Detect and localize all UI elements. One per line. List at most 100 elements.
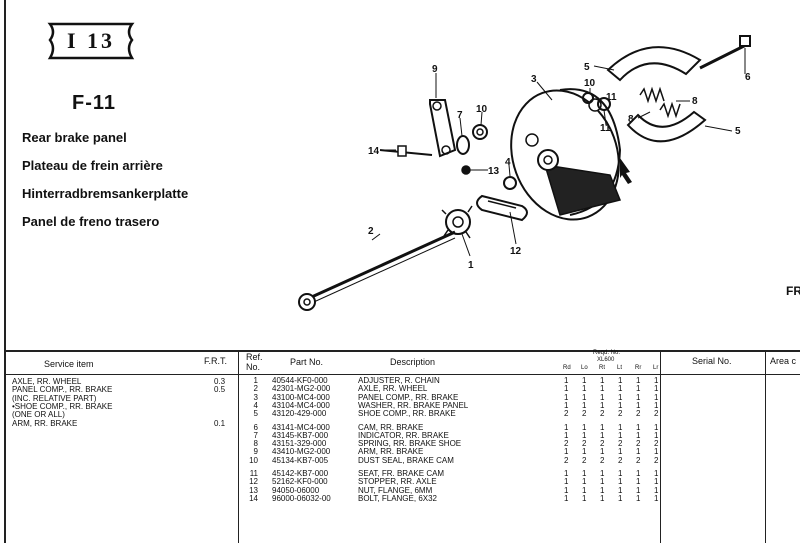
callout-9: 9 bbox=[432, 64, 438, 75]
service-frt: 0.5 bbox=[214, 385, 226, 395]
callout-5b: 5 bbox=[735, 126, 741, 137]
part-qty: 1 bbox=[654, 493, 659, 503]
part-qty: 1 bbox=[654, 477, 659, 487]
service-frt: 0.3 bbox=[214, 377, 226, 386]
part-description: SHOE COMP., RR. BRAKE bbox=[358, 409, 456, 419]
callout-7: 7 bbox=[457, 110, 463, 121]
title-es: Panel de freno trasero bbox=[22, 214, 160, 229]
part-description: INDICATOR, RR. BRAKE bbox=[358, 430, 449, 440]
table-col-divider-3 bbox=[765, 350, 766, 543]
part-description: NUT, FLANGE, 6MM bbox=[358, 485, 433, 495]
part-description: PANEL COMP., RR. BRAKE bbox=[358, 392, 459, 402]
part-qty: 2 bbox=[564, 409, 569, 419]
part-qty: 2 bbox=[618, 455, 623, 465]
part-qty: 1 bbox=[564, 376, 569, 385]
part-qty: 1 bbox=[654, 392, 659, 402]
callout-5a: 5 bbox=[584, 62, 590, 73]
part-number: 45134-KB7-005 bbox=[272, 455, 329, 465]
part-qty: 1 bbox=[564, 384, 569, 394]
part-qty: 1 bbox=[636, 376, 641, 385]
callout-6: 6 bbox=[745, 72, 751, 83]
part-qty: 1 bbox=[564, 430, 569, 440]
service-frt: 0.1 bbox=[214, 418, 226, 428]
qty-col-header: Lo bbox=[581, 365, 588, 371]
callout-11b: 11 bbox=[606, 92, 617, 103]
part-qty: 1 bbox=[600, 384, 605, 394]
part-qty: 1 bbox=[582, 422, 587, 432]
part-number: 42301-MG2-000 bbox=[272, 384, 331, 394]
part-qty: 1 bbox=[618, 477, 623, 487]
qty-col-header: Rt bbox=[599, 365, 605, 371]
part-qty: 1 bbox=[600, 376, 605, 385]
part-qty: 1 bbox=[600, 447, 605, 457]
callout-11a: 11 bbox=[600, 123, 611, 134]
part-qty: 1 bbox=[618, 430, 623, 440]
part-ref-no: 13 bbox=[249, 485, 258, 495]
callout-3: 3 bbox=[531, 74, 537, 85]
part-qty: 1 bbox=[600, 477, 605, 487]
header-part-no: Part No. bbox=[290, 357, 324, 367]
exploded-diagram: 1 2 3 4 5 5 6 7 8 8 9 10 10 11 11 12 13 … bbox=[298, 35, 751, 311]
part-qty: 1 bbox=[582, 477, 587, 487]
part-qty: 1 bbox=[600, 422, 605, 432]
part-qty: 2 bbox=[654, 455, 659, 465]
part-description: ADJUSTER, R. CHAIN bbox=[358, 376, 440, 385]
service-item: PANEL COMP., RR. BRAKE bbox=[12, 385, 113, 395]
part-qty: 1 bbox=[636, 447, 641, 457]
service-item: AXLE, RR. WHEEL bbox=[12, 377, 82, 386]
part-qty: 1 bbox=[564, 485, 569, 495]
part-description: AXLE, RR. WHEEL bbox=[358, 384, 428, 394]
header-model: XL600 bbox=[597, 357, 615, 363]
part-qty: 2 bbox=[618, 439, 623, 449]
part-qty: 1 bbox=[564, 477, 569, 487]
part-qty: 1 bbox=[582, 430, 587, 440]
callout-2: 2 bbox=[368, 226, 374, 237]
part-number: 43145-KB7-000 bbox=[272, 430, 329, 440]
header-area: Area c bbox=[770, 356, 797, 366]
header-service-item: Service item bbox=[44, 359, 94, 369]
part-qty: 1 bbox=[582, 376, 587, 385]
part-qty: 1 bbox=[636, 485, 641, 495]
part-ref-no: 3 bbox=[253, 392, 258, 402]
part-ref-no: 10 bbox=[249, 455, 258, 465]
qty-col-header: Lt bbox=[617, 365, 623, 371]
part-number: 43120-429-000 bbox=[272, 409, 327, 419]
callout-10b: 10 bbox=[584, 78, 596, 89]
part-qty: 1 bbox=[582, 400, 587, 410]
part-qty: 1 bbox=[600, 392, 605, 402]
callout-1: 1 bbox=[468, 260, 474, 271]
part-qty: 1 bbox=[600, 493, 605, 503]
qty-col-header: Rr bbox=[635, 365, 642, 371]
part-qty: 2 bbox=[600, 409, 605, 419]
service-item: ARM, RR. BRAKE bbox=[12, 418, 78, 428]
part-qty: 2 bbox=[654, 409, 659, 419]
callout-8a: 8 bbox=[692, 96, 698, 107]
part-number: 43104-MC4-000 bbox=[272, 400, 330, 410]
part-qty: 1 bbox=[654, 447, 659, 457]
part-qty: 1 bbox=[618, 422, 623, 432]
part-qty: 2 bbox=[618, 409, 623, 419]
part-number: 43410-MG2-000 bbox=[272, 447, 331, 457]
part-number: 43151-329-000 bbox=[272, 439, 327, 449]
part-qty: 2 bbox=[654, 439, 659, 449]
part-qty: 2 bbox=[636, 439, 641, 449]
figure-code: F-11 bbox=[72, 92, 117, 114]
part-qty: 1 bbox=[564, 469, 569, 478]
part-number: 94050-06000 bbox=[272, 485, 320, 495]
part-description: BOLT, FLANGE, 6X32 bbox=[358, 493, 437, 503]
part-qty: 2 bbox=[564, 439, 569, 449]
part-qty: 1 bbox=[582, 485, 587, 495]
table-col-divider-1 bbox=[238, 350, 239, 543]
part-ref-no: 8 bbox=[253, 439, 258, 449]
part-qty: 1 bbox=[582, 469, 587, 478]
part-qty: 1 bbox=[618, 392, 623, 402]
part-number: 96000-06032-00 bbox=[272, 493, 331, 503]
callout-13: 13 bbox=[488, 166, 500, 177]
part-qty: 1 bbox=[618, 469, 623, 478]
part-qty: 2 bbox=[582, 409, 587, 419]
callout-12: 12 bbox=[510, 246, 522, 257]
part-qty: 1 bbox=[636, 477, 641, 487]
part-qty: 1 bbox=[636, 392, 641, 402]
title-en: Rear brake panel bbox=[22, 130, 127, 145]
part-qty: 1 bbox=[654, 384, 659, 394]
